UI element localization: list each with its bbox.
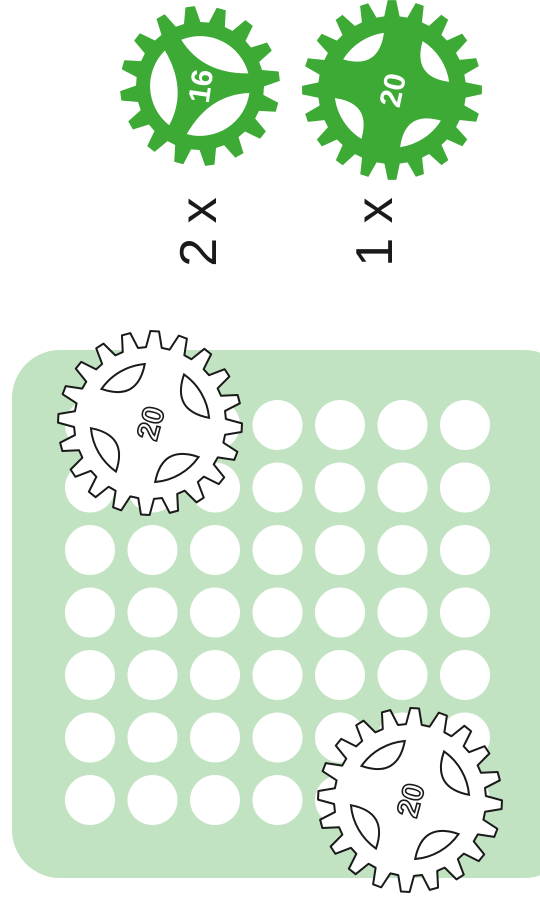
part-gear-20: 20	[302, 0, 482, 180]
quantity-label-gear-16: 2 x	[170, 197, 228, 266]
peg-hole	[190, 775, 240, 825]
peg-hole	[377, 525, 428, 575]
gear-cutout	[89, 426, 121, 474]
peg-hole	[190, 650, 240, 700]
gear-cutout	[179, 372, 211, 420]
gear-icon: 20	[302, 0, 482, 180]
gear-cutout	[413, 829, 461, 861]
peg-hole	[377, 587, 428, 638]
gear-cutout	[420, 41, 450, 82]
placed-gear-1: 20	[57, 330, 243, 516]
gear-body	[317, 707, 503, 893]
peg-hole	[127, 712, 178, 763]
peg-hole	[252, 650, 303, 700]
placed-gear-2: 20	[317, 707, 503, 893]
gear-cutout	[186, 92, 250, 136]
gear-cutout	[343, 32, 384, 62]
peg-hole	[127, 775, 178, 825]
gear-cutout	[400, 118, 441, 148]
gear-cutout	[181, 36, 249, 74]
quantity-label-gear-20: 1 x	[346, 197, 404, 266]
gear-icon: 20	[57, 330, 243, 516]
gear-cutout	[359, 739, 407, 771]
peg-hole	[252, 775, 303, 825]
peg-hole	[127, 587, 178, 638]
gear-cutout	[439, 749, 471, 797]
peg-hole	[127, 525, 178, 575]
gear-cutout	[349, 803, 381, 851]
peg-hole	[315, 587, 365, 638]
peg-hole	[252, 587, 303, 638]
gear-cutout	[150, 50, 178, 126]
gear-body	[57, 330, 243, 516]
peg-hole	[315, 462, 365, 513]
peg-hole	[440, 525, 490, 575]
peg-hole	[315, 400, 365, 450]
gear-icon: 16	[120, 6, 280, 166]
gear-icon: 20	[317, 707, 503, 893]
parts-legend: 16 20 2 x 1 x	[120, 0, 482, 267]
peg-hole	[440, 650, 490, 700]
peg-hole	[440, 400, 490, 450]
peg-hole	[65, 650, 115, 700]
peg-hole	[440, 462, 490, 513]
gear-cutout	[334, 98, 364, 139]
peg-hole	[377, 462, 428, 513]
gear-body	[120, 6, 280, 166]
part-gear-16: 16	[120, 6, 280, 166]
gear-number-label: 20	[374, 71, 413, 111]
peg-hole	[252, 400, 303, 450]
gear-cutout	[153, 452, 201, 484]
peg-hole	[252, 525, 303, 575]
peg-hole	[315, 525, 365, 575]
gear-cutout	[99, 362, 147, 394]
peg-hole	[377, 400, 428, 450]
peg-hole	[252, 462, 303, 513]
peg-hole	[65, 525, 115, 575]
peg-hole	[252, 712, 303, 763]
peg-hole	[127, 650, 178, 700]
peg-hole	[190, 587, 240, 638]
peg-board: 20 20	[12, 330, 540, 893]
peg-hole	[315, 650, 365, 700]
peg-hole	[190, 525, 240, 575]
peg-hole	[65, 775, 115, 825]
gear-body	[302, 0, 482, 180]
gear-number-label: 16	[183, 67, 220, 105]
peg-hole	[377, 650, 428, 700]
peg-hole	[65, 712, 115, 763]
peg-hole	[440, 587, 490, 638]
peg-hole	[190, 712, 240, 763]
peg-hole	[65, 587, 115, 638]
